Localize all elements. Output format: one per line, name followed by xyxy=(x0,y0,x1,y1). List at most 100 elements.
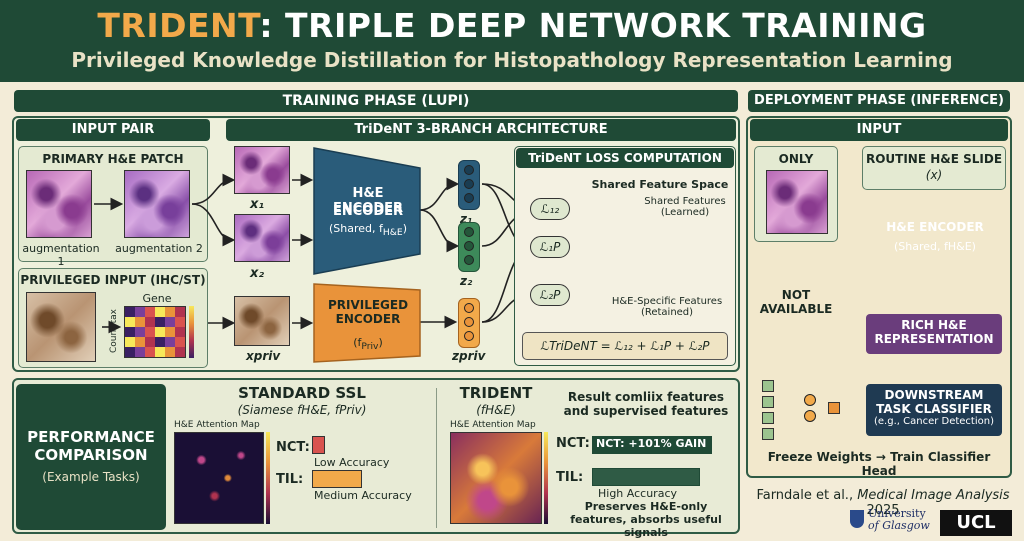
zpriv-vector xyxy=(458,298,480,348)
he-encoder-shared-label: ENCODER xyxy=(332,204,404,219)
heatmap-cell xyxy=(145,307,155,317)
ssl-nct-label: NCT: xyxy=(276,440,310,455)
trident-attention-map xyxy=(450,432,542,524)
loss-l2p: ℒ₂P xyxy=(530,284,570,306)
zpriv-label: zpriv xyxy=(452,349,486,363)
trident-preserves: Preserves H&E-only features, absorbs use… xyxy=(570,500,722,539)
input-node xyxy=(762,396,774,408)
citation-journal: Medical Image Analysis xyxy=(857,488,1010,503)
ucl-logo: UCL xyxy=(940,510,1012,536)
z1-node xyxy=(464,193,474,203)
heatmap-cell xyxy=(155,307,165,317)
z2-label: z₂ xyxy=(460,274,473,288)
only-label: ONLY xyxy=(778,152,814,166)
heatmap-cell xyxy=(145,317,155,327)
gene-expression-heatmap xyxy=(124,306,186,358)
page-subtitle: Privileged Knowledge Distillation for Hi… xyxy=(71,48,953,72)
z2-node xyxy=(464,227,474,237)
ssl-colorbar xyxy=(266,432,270,524)
he-specific-label: H&E-Specific Features (Retained) xyxy=(611,296,723,318)
citation: Farndale et al., Medical Image Analysis … xyxy=(748,488,1018,518)
heatmap-cell xyxy=(125,327,135,337)
priv-enc-subsub: Priv xyxy=(361,341,379,353)
z1-vector xyxy=(458,160,480,210)
he-enc-subsub: H&E xyxy=(382,227,403,239)
glasgow-line1: University xyxy=(868,507,926,520)
ssl-map-label: H&E Attention Map xyxy=(174,420,260,430)
heatmap-cell xyxy=(155,327,165,337)
z1-node xyxy=(464,179,474,189)
citation-year: 2025 xyxy=(866,503,900,518)
performance-sub: (Example Tasks) xyxy=(42,470,140,484)
z1-node xyxy=(464,165,474,175)
heatmap-cell xyxy=(175,337,185,347)
heatmap-cell xyxy=(155,337,165,347)
arrow-enc-z1 xyxy=(419,177,460,211)
freeze-weights-label: Freeze Weights → Train Classifier Head xyxy=(767,450,991,478)
he-encoder-subtitle: (Shared, fH&E) xyxy=(318,222,418,238)
trident-til-label: TIL: xyxy=(556,470,584,485)
arrow-to-x2 xyxy=(191,203,236,247)
trident-nct-bar: NCT: +101% GAIN xyxy=(592,436,712,454)
deploy-input-bar: INPUT xyxy=(750,119,1008,141)
priv-encoder-shape xyxy=(313,283,421,363)
heatmap-cell xyxy=(175,317,185,327)
priv-enc-close: ) xyxy=(378,336,383,349)
heatmap-cell xyxy=(165,307,175,317)
x2-label: x₂ xyxy=(250,266,265,281)
heatmap-cell xyxy=(125,347,135,357)
zpriv-node xyxy=(464,317,474,327)
zpriv-node xyxy=(464,303,474,313)
input-node xyxy=(762,428,774,440)
he-enc-close: ) xyxy=(402,222,407,235)
x1-image xyxy=(234,146,290,194)
privileged-input-label: PRIVILEGED INPUT (IHC/ST) xyxy=(20,273,206,287)
zpriv-node xyxy=(464,331,474,341)
ssl-title: STANDARD SSL xyxy=(238,384,366,402)
downstream-title: DOWNSTREAM TASK CLASSIFIER xyxy=(876,388,992,416)
ssl-sub: (Siamese fH&E, fPriv) xyxy=(237,403,367,417)
loss-formula: ℒTriDeNT = ℒ₁₂ + ℒ₁P + ℒ₂P xyxy=(522,332,728,360)
training-phase-bar: TRAINING PHASE (LUPI) xyxy=(14,90,738,112)
heatmap-cell xyxy=(155,347,165,357)
loss-l12: ℒ₁₂ xyxy=(530,198,570,220)
ihc-patch xyxy=(26,292,96,362)
performance-divider xyxy=(436,388,437,528)
heatmap-cell xyxy=(175,307,185,317)
heatmap-cell xyxy=(125,337,135,347)
deployment-bar: DEPLOYMENT PHASE (INFERENCE) xyxy=(748,90,1010,112)
glasgow-crest-icon xyxy=(850,510,864,528)
trident-colorbar xyxy=(544,432,548,524)
routine-slide-x: (x) xyxy=(925,168,943,182)
hidden-node xyxy=(804,410,816,422)
heatmap-cell xyxy=(175,347,185,357)
architecture-bar: TriDeNT 3-BRANCH ARCHITECTURE xyxy=(226,119,736,141)
shared-features-label: Shared Features (Learned) xyxy=(644,196,726,218)
z2-node xyxy=(464,255,474,265)
heatmap-cell xyxy=(165,317,175,327)
title-rest: : TRIPLE DEEP NETWORK TRAINING xyxy=(259,6,927,45)
heatmap-cell xyxy=(165,337,175,347)
he-slide-image xyxy=(766,170,828,234)
trident-result-text: Result comliix features and supervised f… xyxy=(563,390,729,418)
performance-title-box xyxy=(16,384,166,530)
downstream-classifier-box: DOWNSTREAM TASK CLASSIFIER (e.g., Cancer… xyxy=(866,384,1002,436)
arrow-to-x1 xyxy=(191,173,236,205)
ssl-nct-bar xyxy=(312,436,325,454)
citation-authors: Farndale et al., xyxy=(756,488,858,503)
x1-label: x₁ xyxy=(250,197,265,212)
deploy-encoder-subtitle: (Shared, fH&E) xyxy=(894,240,976,253)
trident-map-label: H&E Attention Map xyxy=(450,420,536,430)
arrow-enc-z2 xyxy=(419,209,460,253)
heatmap-cell xyxy=(145,327,155,337)
heatmap-cell xyxy=(135,327,145,337)
priv-enc-sub: (f xyxy=(353,336,362,349)
heatmap-cell xyxy=(155,317,165,327)
ssl-low-accuracy: Low Accuracy xyxy=(314,456,390,469)
heatmap-cell xyxy=(165,327,175,337)
x2-image xyxy=(234,214,290,262)
title-accent: TRIDENT xyxy=(97,6,260,45)
performance-title: PERFORMANCE COMPARISON xyxy=(27,428,155,464)
heatmap-cell xyxy=(135,307,145,317)
